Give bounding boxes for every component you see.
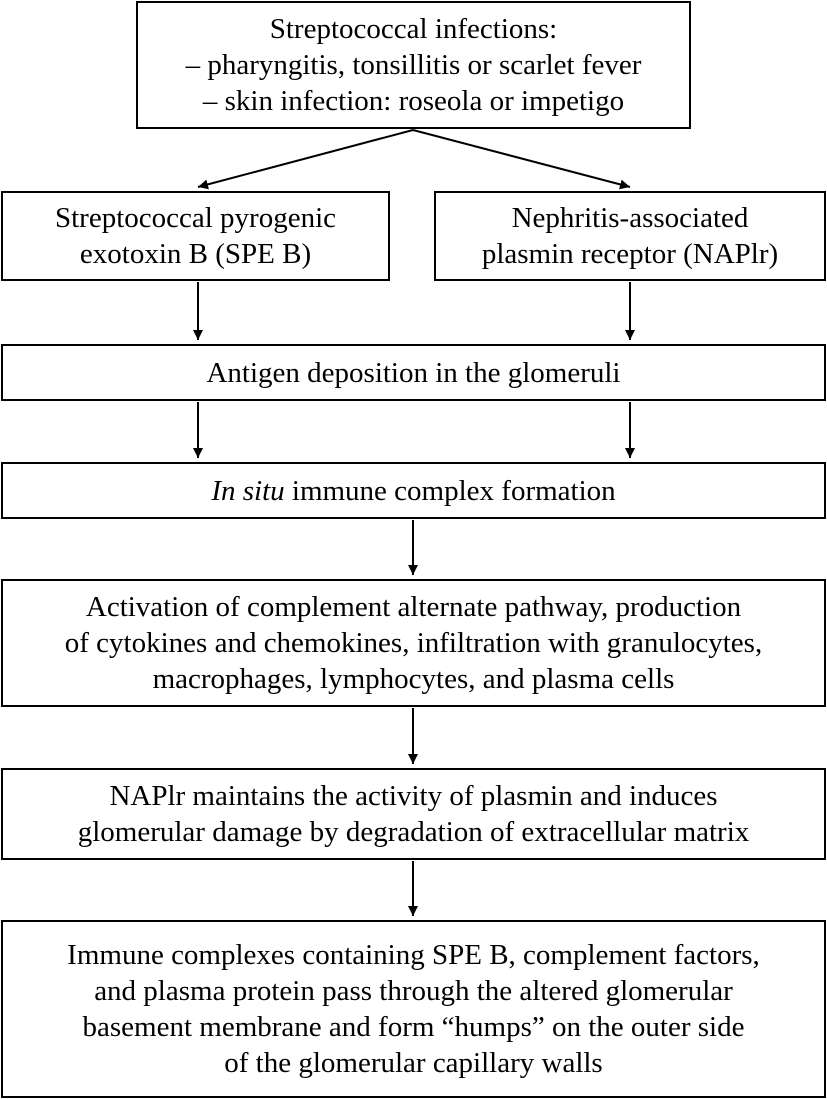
humps-label: and plasma protein pass through the alte… [94,975,733,1007]
activation-label: Activation of complement alternate pathw… [85,591,742,623]
naplr-label: plasmin receptor (NAPlr) [481,238,779,270]
humps-box: Immune complexes containing SPE B, compl… [1,920,826,1098]
infections-item: – pharyngitis, tonsillitis or scarlet fe… [185,49,642,81]
humps-label: of the glomerular capillary walls [224,1047,603,1079]
in-situ-label: In situ [211,474,285,507]
spe-b-label: exotoxin B (SPE B) [79,238,312,270]
activation-label: macrophages, lymphocytes, and plasma cel… [152,663,675,695]
activation-label: of cytokines and chemokines, infiltratio… [64,627,763,659]
infections-title: Streptococcal infections: [269,13,558,45]
infections-item: – skin infection: roseola or impetigo [202,85,625,117]
arrow-to-naplr [412,129,631,190]
plasmin-label: NAPlr maintains the activity of plasmin … [109,780,718,812]
immune-complex-text: immune complex formation [284,474,616,507]
humps-label: Immune complexes containing SPE B, compl… [67,939,760,971]
immune-complex-label: In situ immune complex formation [211,473,615,509]
spe-b-box: Streptococcal pyrogenic exotoxin B (SPE … [1,191,390,281]
humps-label: basement membrane and form “humps” on th… [82,1011,745,1043]
arrow-to-spe-b [197,129,414,190]
naplr-box: Nephritis-associated plasmin receptor (N… [434,191,826,281]
immune-complex-box: In situ immune complex formation [1,462,826,519]
infections-box: Streptococcal infections: – pharyngitis,… [136,1,691,129]
plasmin-box: NAPlr maintains the activity of plasmin … [1,768,826,860]
naplr-label: Nephritis-associated [511,202,749,234]
activation-box: Activation of complement alternate pathw… [1,579,826,707]
antigen-deposition-label: Antigen deposition in the glomeruli [206,356,621,389]
spe-b-label: Streptococcal pyrogenic [54,202,337,234]
plasmin-label: glomerular damage by degradation of extr… [77,816,750,848]
antigen-deposition-box: Antigen deposition in the glomeruli [1,344,826,401]
